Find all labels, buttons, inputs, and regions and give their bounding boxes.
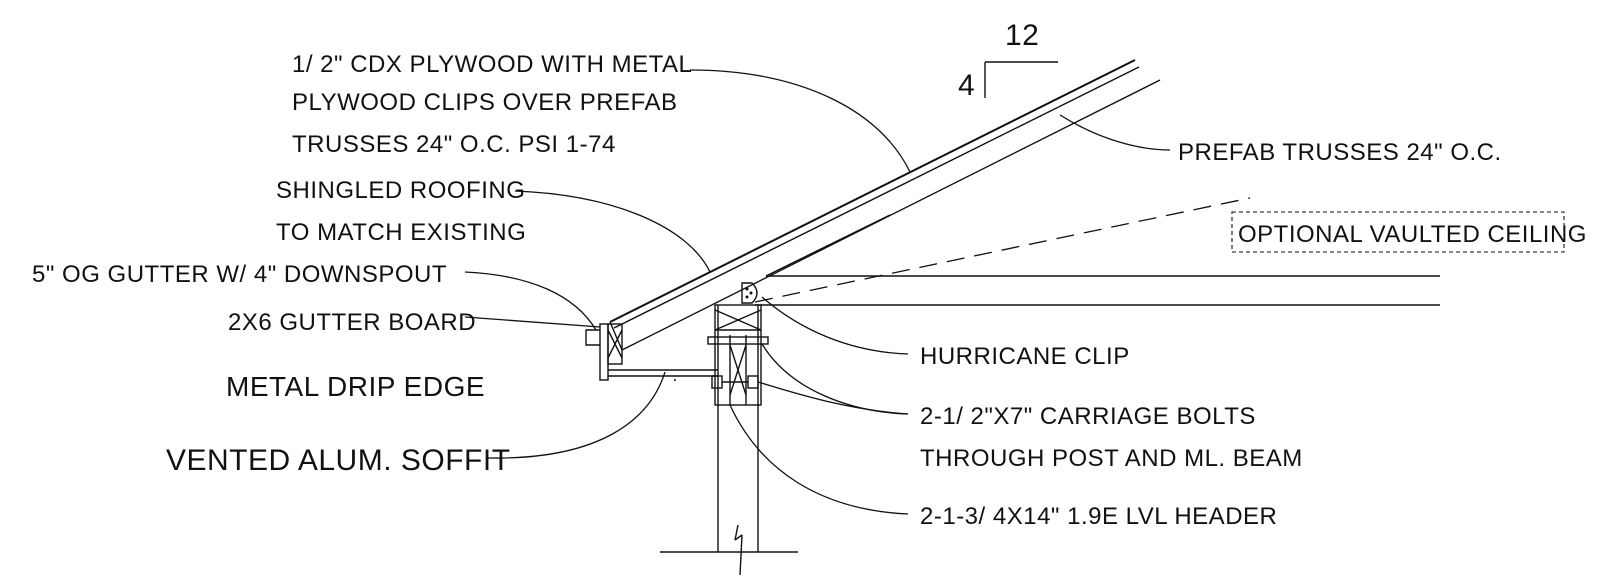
shingle-label-line2: TO MATCH EXISTING: [276, 219, 526, 246]
plywood-label-line2: PLYWOOD CLIPS OVER PREFAB: [292, 89, 677, 116]
bolts-label-line2: THROUGH POST AND ML. BEAM: [920, 445, 1303, 472]
vaulted-ceiling-box: [1231, 211, 1565, 253]
carriage-bolts: [707, 336, 769, 389]
lvl-header: [714, 304, 762, 406]
post: [660, 305, 798, 576]
drip-edge-label: METAL DRIP EDGE: [226, 371, 485, 402]
labels: 1/ 2" CDX PLYWOOD WITH METAL PLYWOOD CLI…: [32, 51, 1587, 530]
trusses-label: PREFAB TRUSSES 24" O.C.: [1178, 139, 1502, 166]
shingle-label-line1: SHINGLED ROOFING: [276, 177, 525, 204]
vaulted-ceiling-label: OPTIONAL VAULTED CEILING: [1238, 221, 1587, 248]
hurricane-clip: [741, 282, 758, 304]
bolts-label-line1: 2-1/ 2"X7" CARRIAGE BOLTS: [920, 403, 1256, 430]
leader-lines: [464, 69, 1171, 515]
roof-pitch-symbol: 12 4: [958, 19, 1058, 102]
header-label: 2-1-3/ 4X14" 1.9E LVL HEADER: [920, 503, 1277, 530]
roof-sheathing: [609, 59, 1161, 351]
vaulted-ceiling-dashed-line: [754, 197, 1251, 303]
soffit-label: VENTED ALUM. SOFFIT: [166, 444, 511, 477]
hurricane-clip-label: HURRICANE CLIP: [920, 343, 1130, 370]
pitch-run: 12: [1005, 19, 1039, 52]
pitch-rise: 4: [958, 69, 975, 102]
plywood-label-line3: TRUSSES 24" O.C. PSI 1-74: [292, 131, 616, 158]
gutter-board-label: 2X6 GUTTER BOARD: [228, 309, 476, 336]
plywood-label-line1: 1/ 2" CDX PLYWOOD WITH METAL: [292, 51, 692, 78]
gutter-label: 5" OG GUTTER W/ 4" DOWNSPOUT: [32, 261, 447, 288]
gutter-assembly: [585, 323, 623, 381]
